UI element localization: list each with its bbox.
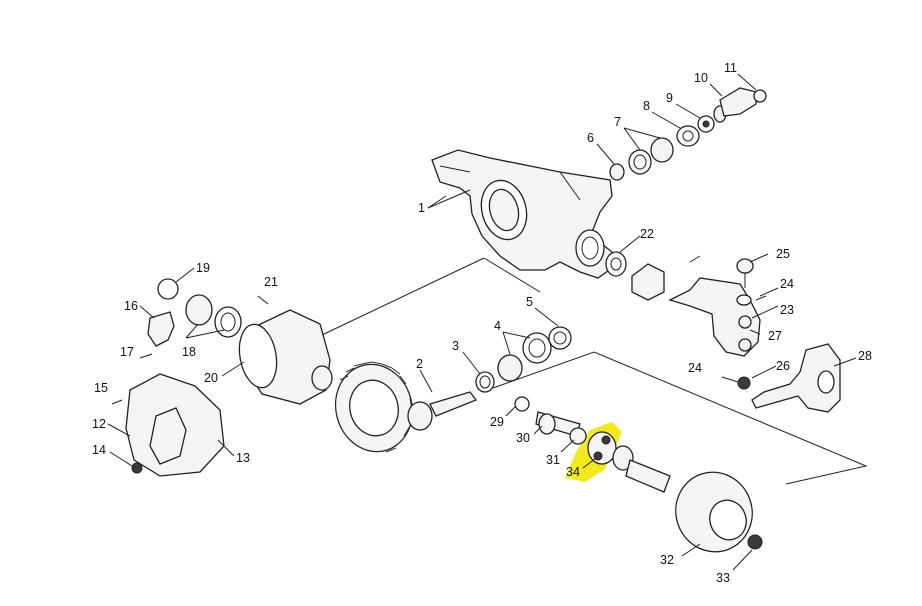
callout-16: 16 [124,299,138,313]
callout-9: 9 [666,91,673,105]
callout-12: 12 [92,417,106,431]
callout-1: 1 [418,201,425,215]
callout-24-upper: 24 [780,277,794,291]
callout-4: 4 [494,319,501,333]
callout-3: 3 [452,339,459,353]
tube-seal-parts [605,251,665,301]
callout-22: 22 [640,227,654,241]
callout-27: 27 [768,329,782,343]
diff-cover [111,373,225,477]
callout-24-lower: 24 [688,361,702,375]
callout-20: 20 [204,371,218,385]
construction-lines [321,255,868,485]
callout-11: 11 [724,61,737,75]
ring-pinion-gear [334,361,478,453]
knuckle-parts [668,258,841,413]
callout-13: 13 [236,451,250,465]
callout-17: 17 [120,345,134,359]
callout-33: 33 [716,571,730,585]
callout-34: 34 [566,465,580,479]
callout-28: 28 [858,349,872,363]
callout-25: 25 [776,247,790,261]
pinion-parts [609,87,767,181]
carrier-case [139,278,333,405]
callout-14: 14 [92,443,106,457]
callout-23: 23 [780,303,794,317]
axle-housing [431,149,613,279]
callout-32: 32 [660,553,674,567]
callout-leaders [107,73,857,571]
callout-29: 29 [490,415,504,429]
callout-labels: 1 2 3 4 5 6 7 8 9 10 11 12 13 14 15 16 1… [92,61,872,585]
callout-30: 30 [516,431,530,445]
callout-19: 19 [196,261,210,275]
callout-26: 26 [776,359,790,373]
callout-15: 15 [94,381,108,395]
callout-31: 31 [546,453,560,467]
pinion-bearing-parts [475,326,572,393]
callout-6: 6 [587,131,594,145]
callout-18: 18 [182,345,196,359]
callout-21: 21 [264,275,278,289]
callout-5: 5 [526,295,533,309]
callout-10: 10 [694,71,708,85]
callout-8: 8 [643,99,650,113]
axle-shaft-assembly [514,396,763,553]
callout-7: 7 [614,115,621,129]
callout-2: 2 [416,357,423,371]
